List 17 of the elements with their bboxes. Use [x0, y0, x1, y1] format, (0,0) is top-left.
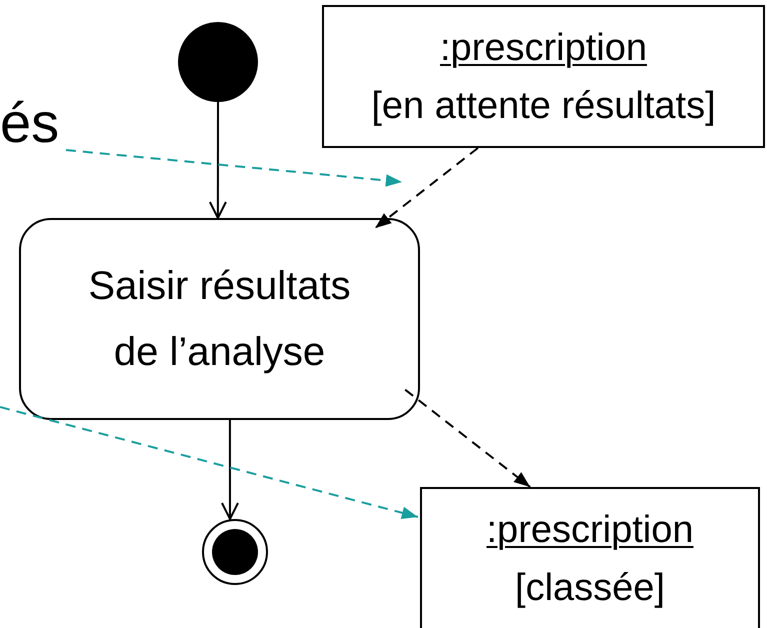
dashed-arrow	[66, 149, 402, 187]
object-box	[322, 5, 765, 148]
object-box	[420, 487, 760, 628]
dashed-arrow	[0, 406, 418, 519]
text-label: és	[0, 88, 64, 158]
object-state: [en attente résultats]	[371, 84, 716, 129]
object-name: :prescription	[440, 26, 647, 71]
arrow	[220, 420, 239, 520]
dashed-arrow	[404, 388, 531, 488]
final-node	[202, 519, 268, 585]
action-label: Saisir résultats de l’analyse	[87, 263, 352, 376]
dashed-arrow	[374, 147, 479, 229]
initial-node	[178, 22, 258, 102]
object-name: :prescription	[486, 508, 694, 553]
arrow	[208, 102, 227, 219]
object-state: [classée]	[515, 566, 665, 611]
action-box	[19, 218, 420, 420]
